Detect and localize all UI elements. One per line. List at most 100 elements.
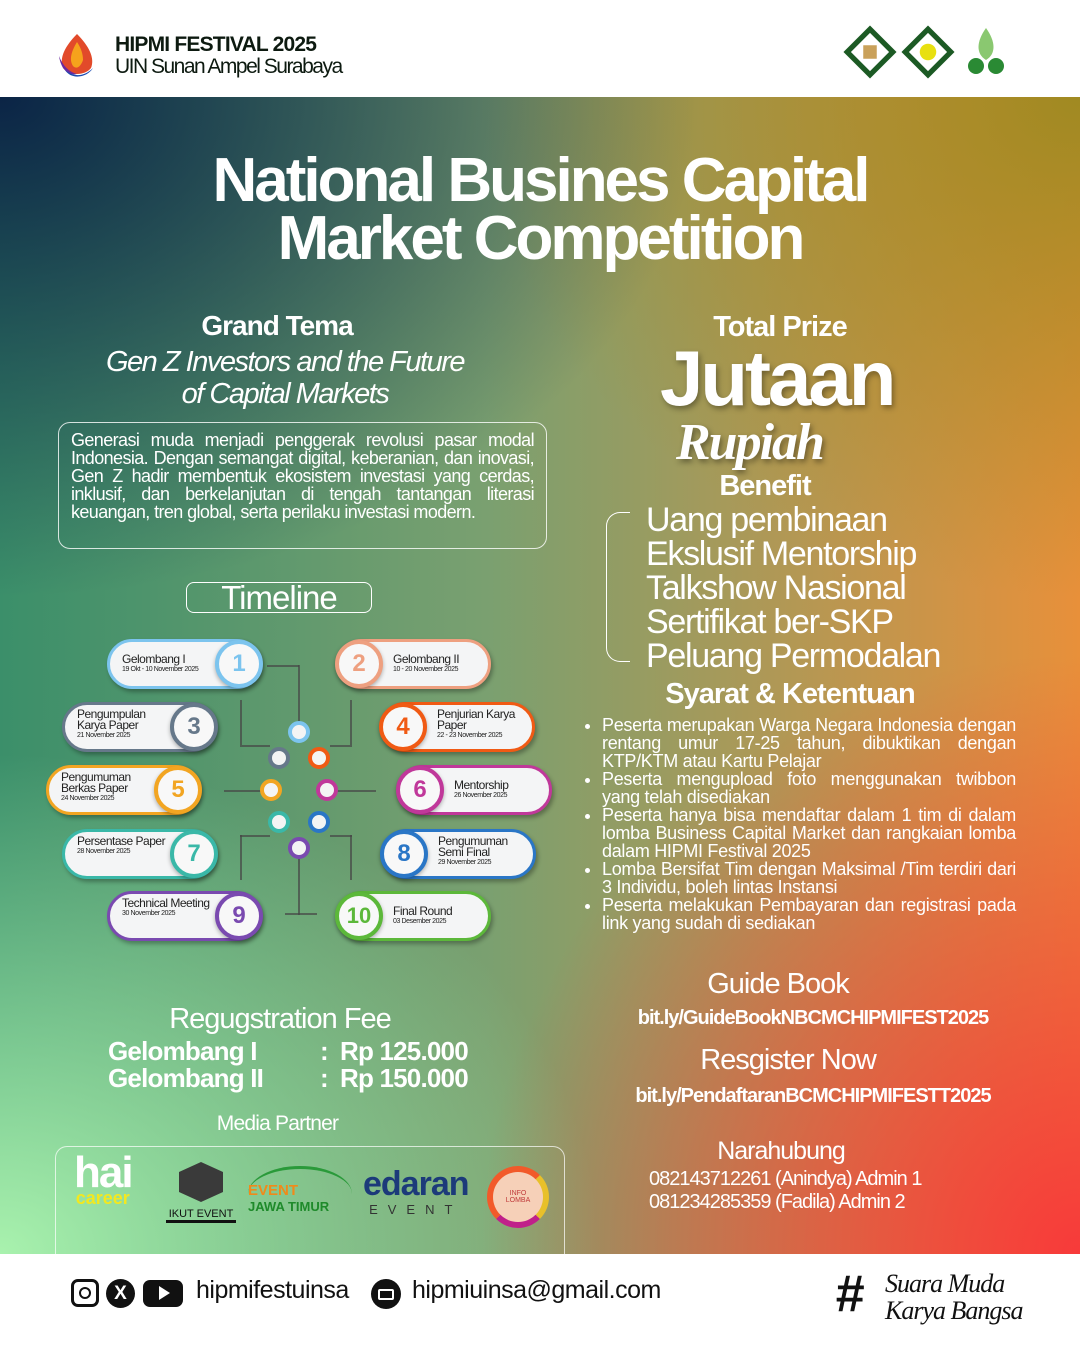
fee-sep: : [320,1036,329,1066]
event-name: HIPMI FESTIVAL 2025 [115,33,317,56]
timeline-node [268,747,290,769]
timeline-date: 30 November 2025 [122,910,176,917]
timeline-title: Pengumuman Semi Final [438,834,508,859]
guide-link[interactable]: bit.ly/GuideBookNBCMCHIPMIFEST2025 [637,1007,990,1029]
tema-subtitle-1: Gen Z Investors and the Future [106,346,465,378]
timeline-date: 03 Desember 2025 [393,918,447,925]
contact-line: 081234285359 (Fadila) Admin 2 [649,1191,906,1213]
timeline-connector [224,790,264,792]
benefit-bracket [606,512,630,662]
hmj-logo [901,25,955,79]
prize-heading: Total Prize [713,311,848,343]
benefit-item: Talkshow Nasional [646,569,907,607]
fee-label: Gelombang I [108,1036,257,1066]
timeline-title: Pengumpulan Karya Paper [77,707,146,732]
timeline-connector [240,745,270,747]
edaran-sub: EVENT [369,1202,463,1217]
tema-heading: Grand Tema [201,310,353,341]
fee-price: Rp 125.000 [340,1036,469,1066]
timeline-connector [330,745,352,747]
timeline-title: Pengumuman Berkas Paper [61,770,131,795]
org-name: UIN Sunan Ampel Surabaya [115,55,343,78]
ejt-text-2: JAWA TIMUR [248,1199,330,1214]
timeline-step-number: 4 [379,703,427,751]
email-address[interactable]: hipmiuinsa@gmail.com [412,1276,661,1304]
register-heading: Resgister Now [700,1044,877,1076]
timeline-date: 21 November 2025 [77,732,131,739]
timeline-connector [240,835,242,880]
timeline-connector [240,835,270,837]
benefit-item: Uang pembinaan [646,501,888,539]
contact-heading: Narahubung [717,1137,846,1165]
timeline-node [288,721,310,743]
timeline-connector [285,913,317,915]
syarat-list: Peserta merupakan Warga Negara Indonesia… [582,716,1016,932]
title-line-1: National Busines Capital [212,146,871,215]
timeline-heading: Timeline [186,581,372,614]
youtube-icon[interactable] [143,1280,183,1307]
timeline-title: Technical Meeting [122,896,210,910]
timeline-node [260,779,282,801]
prize-amount: Jutaan [660,334,896,422]
timeline-title: Gelombang I [122,652,186,666]
hai-text: hai [74,1148,134,1197]
timeline-connector [267,665,299,667]
timeline-step-number: 7 [170,830,218,878]
timeline-connector [350,835,352,880]
social-handle[interactable]: hipmifestuinsa [196,1276,349,1304]
timeline-title: Final Round [393,904,453,918]
tema-subtitle-2: of Capital Markets [181,378,390,410]
edaran-text: edaran [363,1165,469,1203]
email-icon [371,1279,401,1309]
timeline-step-number: 1 [215,640,263,688]
hipmi-festival-logo [59,34,93,77]
syarat-item: Peserta hanya bisa mendaftar dalam 1 tim… [602,806,1016,860]
tema-description: Generasi muda menjadi penggerak revolusi… [58,422,547,549]
title-line-2: Market Competition [277,204,806,273]
x-twitter-icon[interactable]: X [106,1279,135,1308]
register-link[interactable]: bit.ly/PendaftaranBCMCHIPMIFESTT2025 [635,1085,991,1107]
syarat-item: Peserta merupakan Warga Negara Indonesia… [602,716,1016,770]
fee-table: Gelombang I:Rp 125.000 Gelombang II:Rp 1… [108,1036,469,1093]
timeline-title: Penjurian Karya Paper [437,707,515,732]
prize-currency: Rupiah [676,414,825,471]
timeline-date: 29 November 2025 [438,859,492,866]
timeline-step-number: 10 [335,892,383,940]
syarat-item: Peserta mengupload foto menggunakan twib… [602,770,1016,806]
fee-label: Gelombang II [108,1063,264,1093]
timeline-step-number: 9 [215,892,263,940]
fee-sep: : [320,1063,329,1093]
syarat-item: Peserta melakukan Pembayaran dan registr… [602,896,1016,932]
benefit-heading: Benefit [719,470,811,502]
instagram-icon[interactable] [71,1279,99,1307]
timeline-step-number: 6 [396,766,444,814]
timeline-date: 28 November 2025 [77,848,131,855]
timeline-step-number: 8 [380,830,428,878]
lotus-logo [968,28,1004,74]
timeline-date: 26 November 2025 [454,792,508,799]
benefit-item: Peluang Permodalan [646,637,941,675]
